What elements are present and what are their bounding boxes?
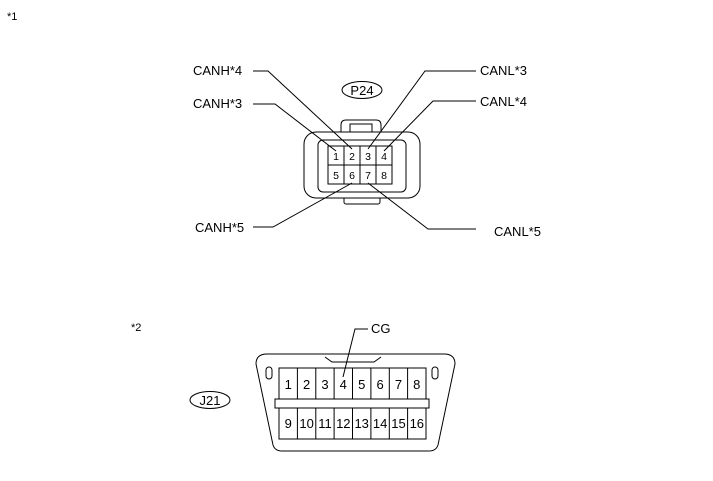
j21-pin-9: 9 [285,416,292,431]
callout-canl5: CANL*5 [494,224,541,239]
callout-canl4: CANL*4 [480,94,527,109]
figure-marker-2: *2 [131,322,141,334]
connector-p24-cavities [327,145,393,185]
callout-canl3: CANL*3 [480,63,527,78]
p24-pin-5: 5 [333,170,339,182]
connector-p24-id: P24 [350,83,373,98]
j21-pin-13: 13 [354,416,368,431]
connector-j21-lower-cavities [278,407,427,440]
leader-canl4 [383,100,476,152]
connector-p24: P24 1 2 3 4 5 6 7 8 [193,63,541,239]
connector-j21-id: J21 [200,393,221,408]
connector-j21-rail [274,398,430,409]
j21-pin-4: 4 [340,377,347,392]
leader-canl5 [367,182,476,230]
j21-pin-12: 12 [336,416,350,431]
j21-pin-15: 15 [391,416,405,431]
leader-cg [342,328,368,378]
p24-pin-2: 2 [349,151,355,163]
connector-j21-upper-cavities [278,367,427,400]
j21-pin-6: 6 [376,377,383,392]
leader-canh4 [253,70,353,150]
j21-pin-14: 14 [373,416,387,431]
callout-canh3: CANH*3 [193,96,242,111]
connector-p24-face [317,139,407,193]
callout-cg: CG [371,321,391,336]
connector-p24-badge: P24 [341,81,383,99]
leader-canh5 [253,182,353,228]
j21-pin-3: 3 [321,377,328,392]
j21-pin-2: 2 [303,377,310,392]
figure-marker-1: *1 [7,11,17,23]
j21-pin-8: 8 [413,377,420,392]
connector-j21-hole-left [265,366,273,380]
j21-pin-10: 10 [299,416,313,431]
p24-pin-4: 4 [381,151,387,163]
j21-pin-11: 11 [318,416,332,431]
leader-canl3 [367,70,476,150]
j21-pin-1: 1 [285,377,292,392]
leader-canh3 [253,103,337,152]
j21-pin-7: 7 [395,377,402,392]
connector-j21-key [324,356,382,363]
j21-pin-5: 5 [358,377,365,392]
p24-pin-8: 8 [381,170,387,182]
callout-canh5: CANH*5 [195,220,244,235]
connector-j21: J21 [189,321,456,452]
connector-j21-badge: J21 [189,391,231,409]
p24-pin-6: 6 [349,170,355,182]
callout-canh4: CANH*4 [193,63,242,78]
p24-pin-7: 7 [365,170,371,182]
p24-pin-3: 3 [365,151,371,163]
connector-j21-hole-right [431,366,439,380]
p24-pin-1: 1 [333,151,339,163]
j21-pin-16: 16 [410,416,424,431]
